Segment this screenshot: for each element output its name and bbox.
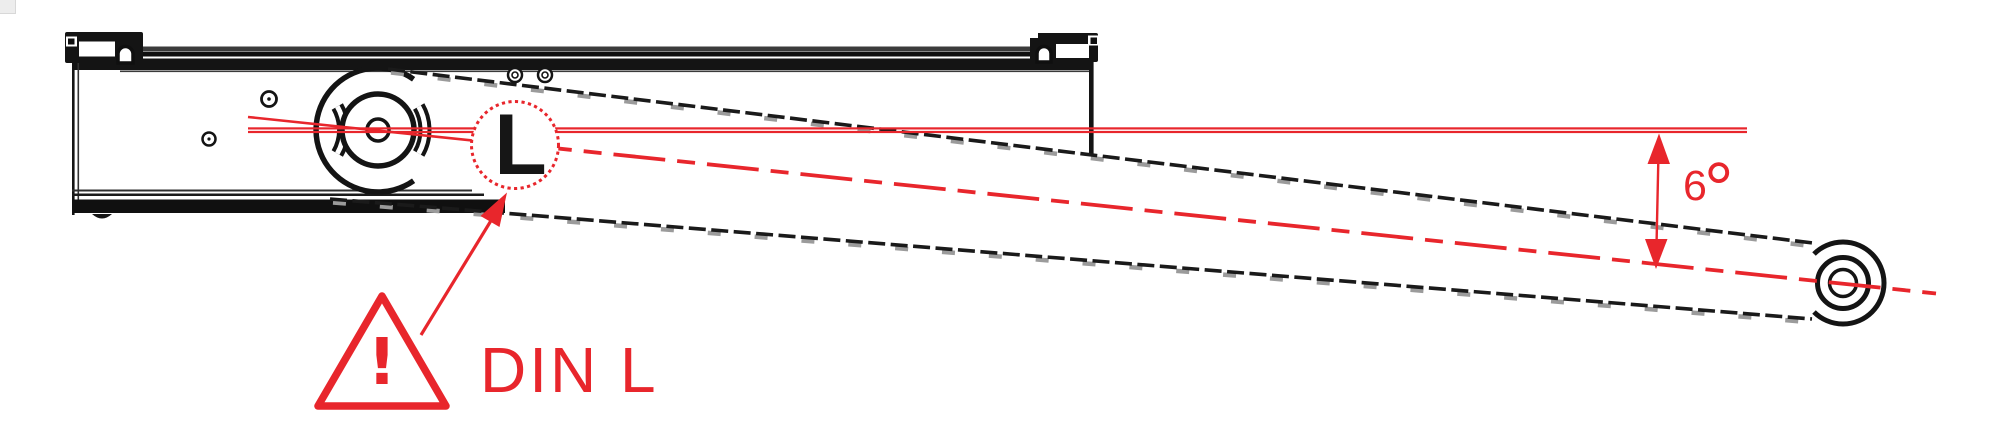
arrow-up-icon bbox=[1647, 133, 1670, 164]
arm-axis-centerline bbox=[519, 142, 1937, 296]
arm-lower-edge-shadow bbox=[332, 200, 1815, 325]
rail-bottom-band bbox=[72, 199, 505, 213]
dimension-shaft bbox=[1655, 151, 1660, 247]
angle-degree-symbol: ° bbox=[1704, 147, 1734, 230]
arm-end-cap bbox=[1812, 239, 1887, 327]
screw-hole bbox=[267, 97, 271, 101]
slide-arm bbox=[329, 67, 1887, 327]
rail-right-edge bbox=[1089, 62, 1094, 154]
warning-exclamation-mark: ! bbox=[367, 326, 397, 400]
rail-left-edge bbox=[72, 63, 75, 215]
screw-hole bbox=[207, 137, 211, 141]
arm-upper-edge bbox=[387, 67, 1818, 246]
arm-upper-edge-shadow bbox=[390, 70, 1820, 250]
screw-hole bbox=[541, 71, 549, 79]
rail-top-band bbox=[72, 51, 1092, 57]
din-l-label: DIN L bbox=[480, 334, 659, 406]
rail-housing bbox=[72, 46, 1094, 219]
leader-arrow bbox=[419, 192, 507, 336]
rail-top-band bbox=[120, 70, 1092, 73]
pivot-shoe-right bbox=[416, 105, 428, 155]
rail-bottom-detail bbox=[92, 214, 112, 219]
angle-dimension-arrow bbox=[1645, 133, 1670, 269]
pivot-outer-arc bbox=[313, 65, 416, 195]
rail-bottom-band bbox=[72, 193, 484, 196]
pivot-hub bbox=[313, 65, 432, 195]
leader-shaft bbox=[419, 218, 494, 336]
leader-arrowhead-icon bbox=[480, 192, 507, 227]
screw-hole bbox=[536, 66, 554, 84]
pivot-size-label: L bbox=[494, 97, 547, 193]
warning-triangle-icon bbox=[314, 292, 450, 410]
corner-artifact bbox=[0, 0, 16, 14]
right-mounting-bracket bbox=[1030, 33, 1099, 64]
angle-value-label: 6 bbox=[1683, 162, 1707, 210]
rail-bottom-band bbox=[72, 189, 472, 192]
l-marker-circle bbox=[470, 100, 560, 190]
screw-hole bbox=[511, 71, 519, 79]
arrow-down-icon bbox=[1645, 239, 1668, 269]
arm-lower-edge bbox=[329, 197, 1813, 321]
screw-holes bbox=[201, 66, 554, 147]
rail-top-band bbox=[72, 58, 1092, 70]
rail-axis-line bbox=[248, 130, 1747, 134]
rail-left-edge bbox=[77, 63, 80, 213]
left-mounting-bracket bbox=[65, 32, 143, 65]
screw-hole bbox=[506, 66, 524, 84]
rail-axis-line bbox=[248, 127, 1747, 130]
rail-top-band bbox=[72, 46, 1092, 51]
